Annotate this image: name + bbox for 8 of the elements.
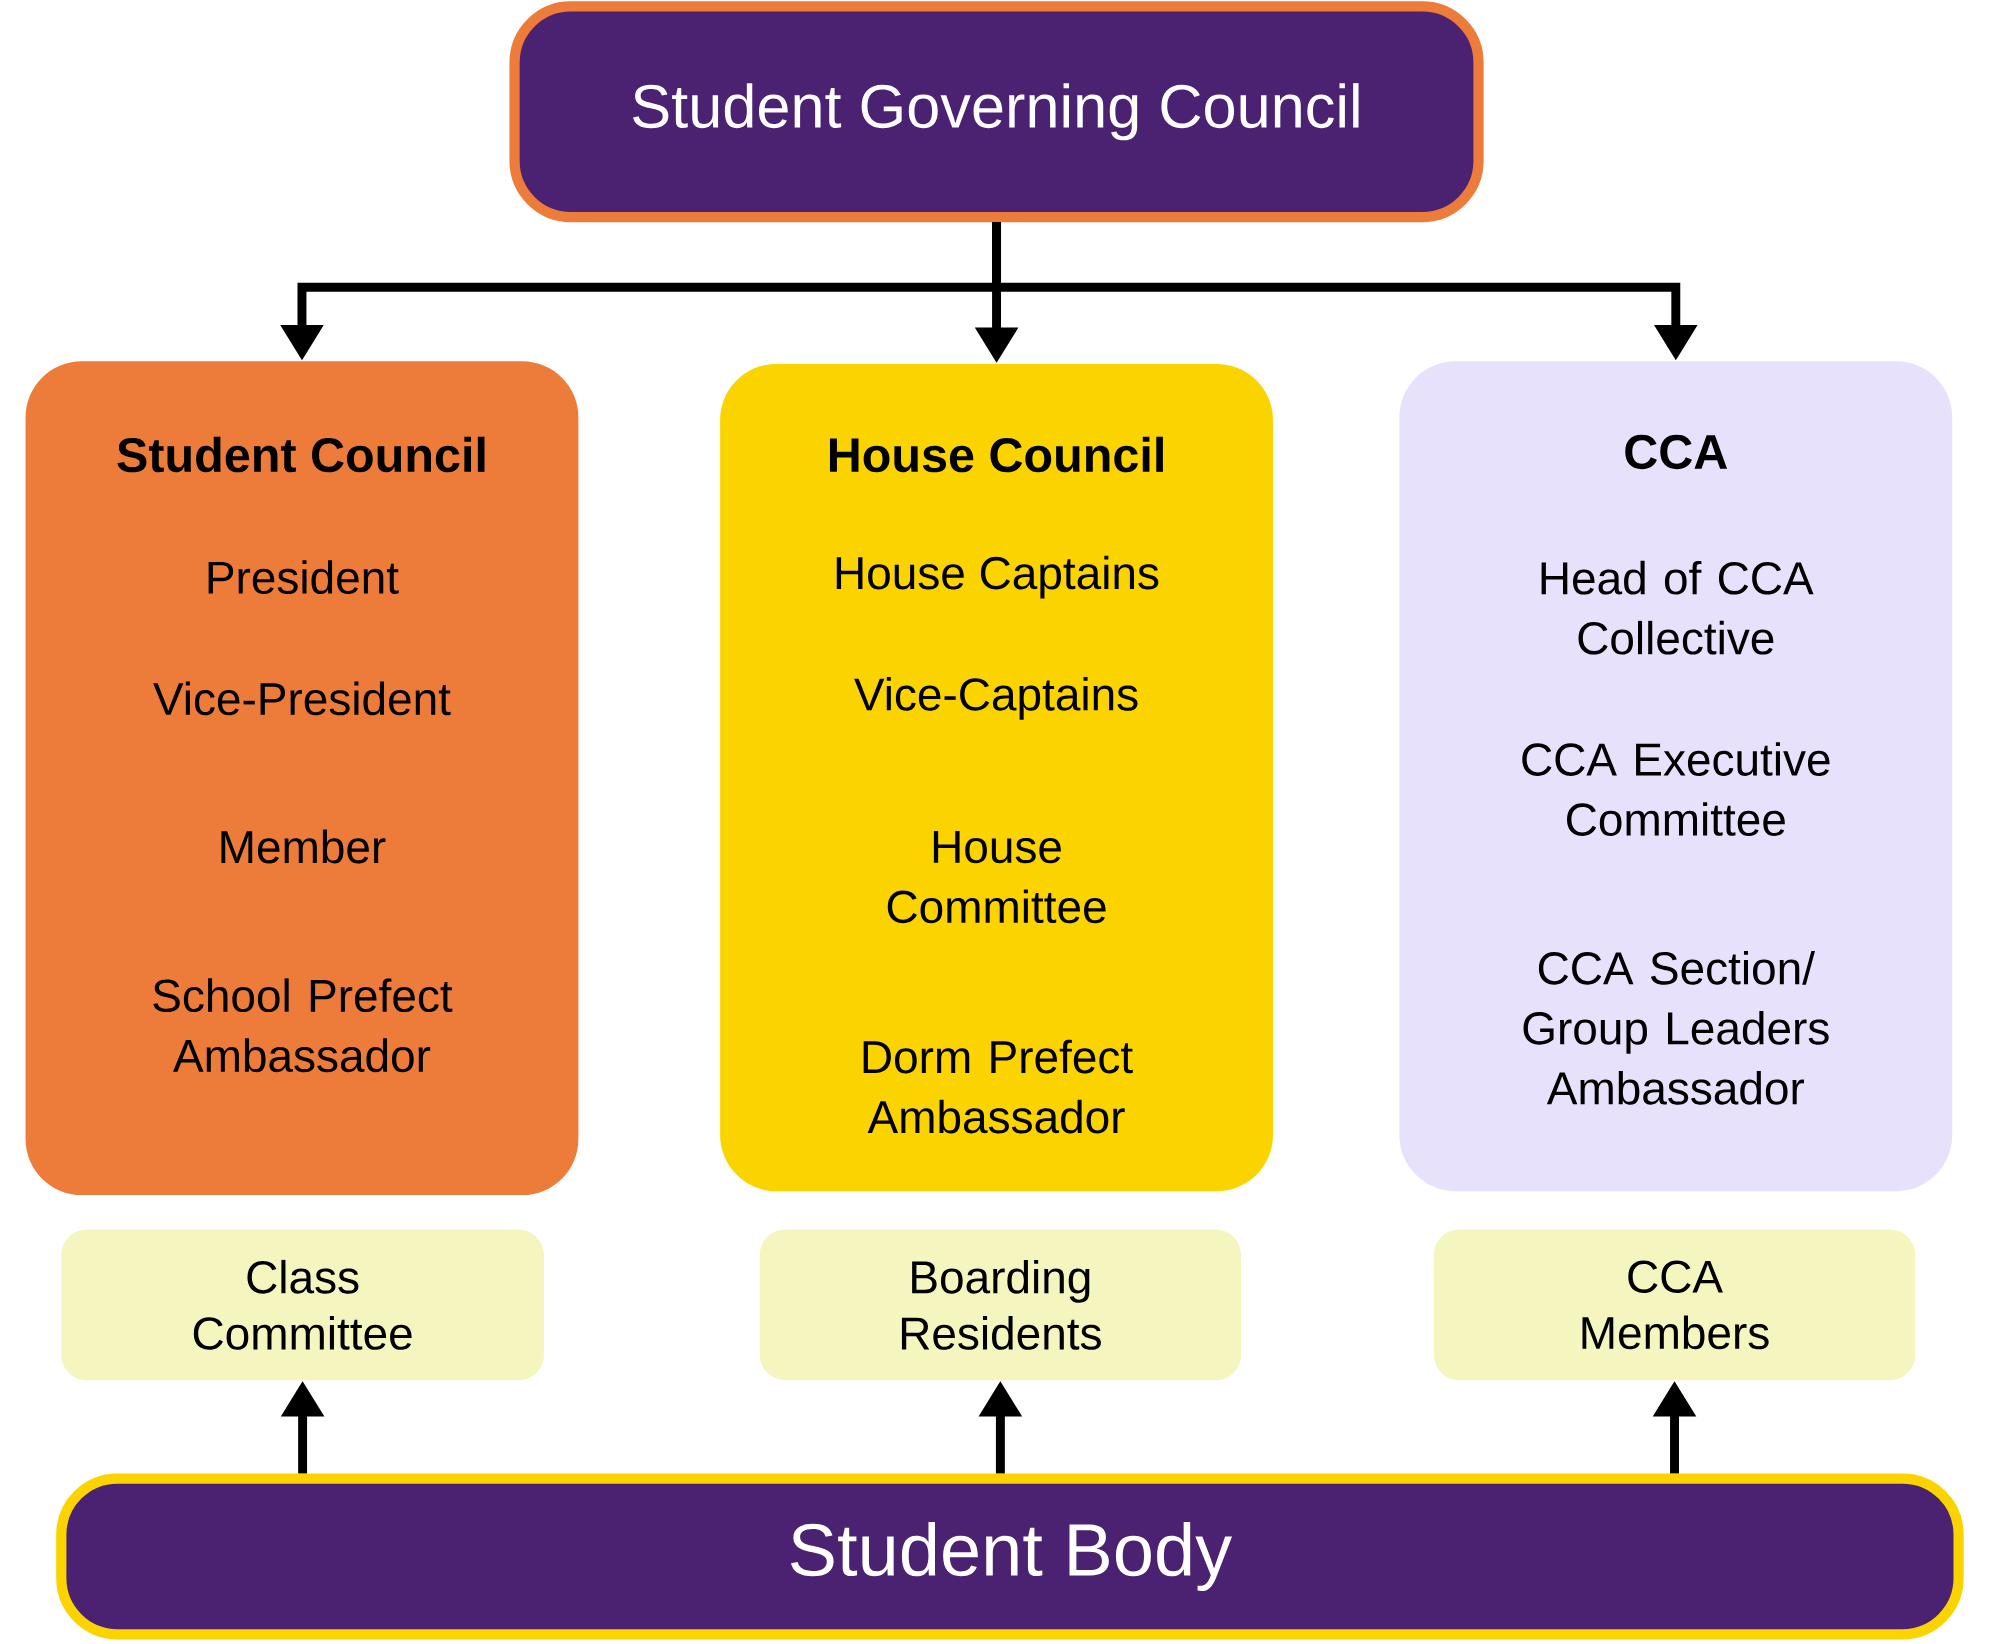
member-box: Boarding Residents xyxy=(759,1229,1242,1380)
student-body-box: Student Body xyxy=(56,1473,1964,1640)
council-box: Student Council President Vice-President Member School Prefect Ambassador xyxy=(25,361,579,1195)
governing-council-box: Student Governing Council xyxy=(509,1,1484,222)
council-box: CCA Head of CCA Collective CCA Executive Committee CCA Section/ Group Leaders Ambassador xyxy=(1399,361,1953,1191)
member-box: Class Committee xyxy=(61,1229,544,1380)
member-box: CCA Members xyxy=(1433,1229,1916,1380)
council-box: House Council House Captains Vice-Captains House Committee Dorm Prefect Ambassador xyxy=(720,363,1273,1191)
